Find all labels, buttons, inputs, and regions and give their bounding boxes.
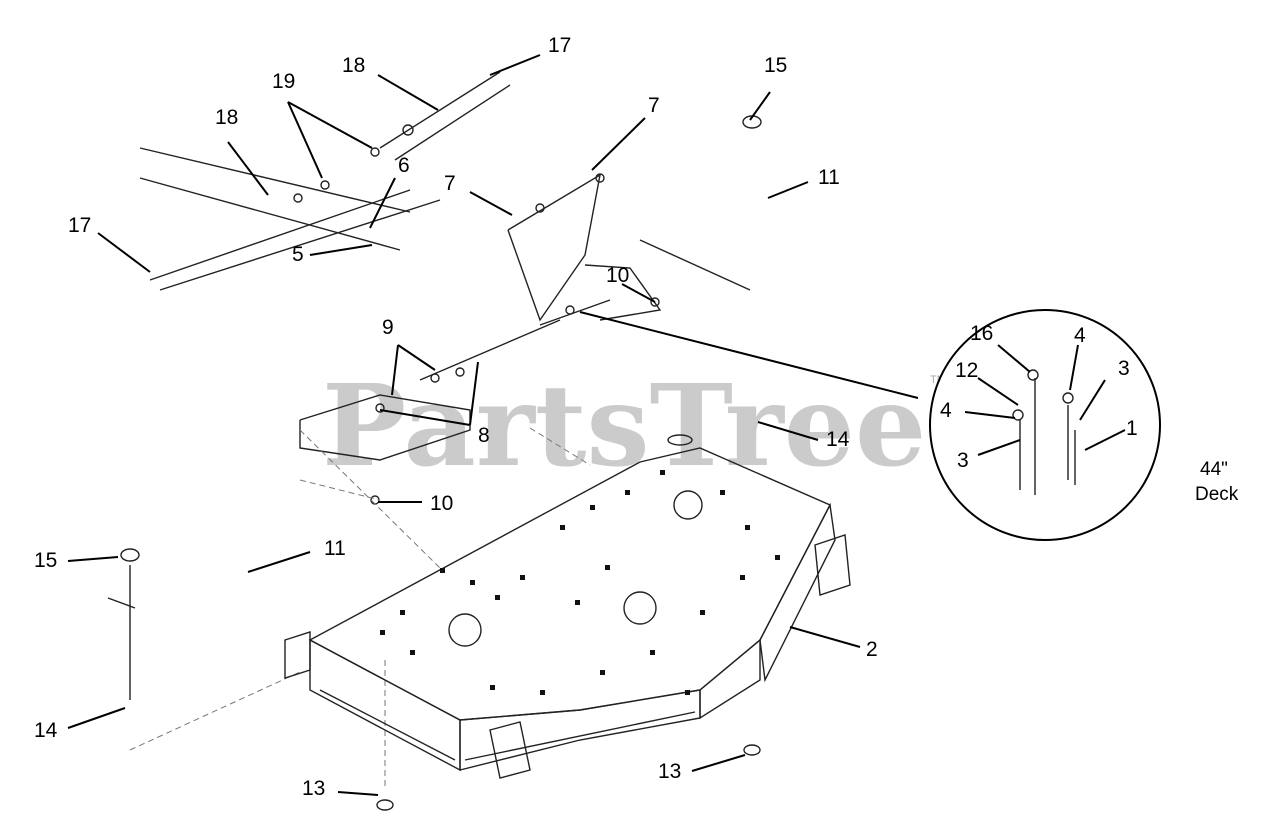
callout-18: 18 xyxy=(342,54,365,77)
callout-17: 17 xyxy=(68,214,91,237)
callout-19: 19 xyxy=(272,70,295,93)
callout-9: 9 xyxy=(382,316,394,339)
callout-2: 2 xyxy=(866,638,878,661)
callout-13: 13 xyxy=(302,777,325,800)
callout-8: 8 xyxy=(478,424,490,447)
deck-label: Deck xyxy=(1195,484,1239,505)
callout-16: 16 xyxy=(970,322,993,345)
deck-size-label: 44" xyxy=(1200,459,1228,480)
callout-11: 11 xyxy=(818,166,840,189)
callout-18: 18 xyxy=(215,106,238,129)
callout-labels: 17 18 19 18 17 6 5 7 7 15 11 10 9 8 10 1… xyxy=(34,34,1138,800)
callout-7: 7 xyxy=(444,172,456,195)
center-bracket xyxy=(299,173,751,505)
detail-inset xyxy=(579,309,1161,541)
callout-5: 5 xyxy=(292,243,304,266)
callout-4: 4 xyxy=(1074,324,1086,347)
leader-lines xyxy=(67,54,1126,796)
callout-13: 13 xyxy=(658,760,681,783)
callout-3: 3 xyxy=(1118,357,1130,380)
callout-7: 7 xyxy=(648,94,660,117)
callout-12: 12 xyxy=(955,359,978,382)
callout-3: 3 xyxy=(957,449,969,472)
callout-10: 10 xyxy=(606,264,629,287)
callout-15: 15 xyxy=(34,549,57,572)
callout-14: 14 xyxy=(826,428,850,451)
callout-17: 17 xyxy=(548,34,571,57)
callout-15: 15 xyxy=(764,54,787,77)
callout-6: 6 xyxy=(398,154,410,177)
mower-deck xyxy=(284,434,851,779)
callout-14: 14 xyxy=(34,719,58,742)
assembly-guide-lines xyxy=(129,427,591,790)
callout-4: 4 xyxy=(940,399,952,422)
upper-arm-assembly xyxy=(139,71,511,291)
callout-1: 1 xyxy=(1126,417,1138,440)
callout-11: 11 xyxy=(324,537,346,560)
watermark: PartsTree xyxy=(322,361,926,492)
callout-10: 10 xyxy=(430,492,453,515)
